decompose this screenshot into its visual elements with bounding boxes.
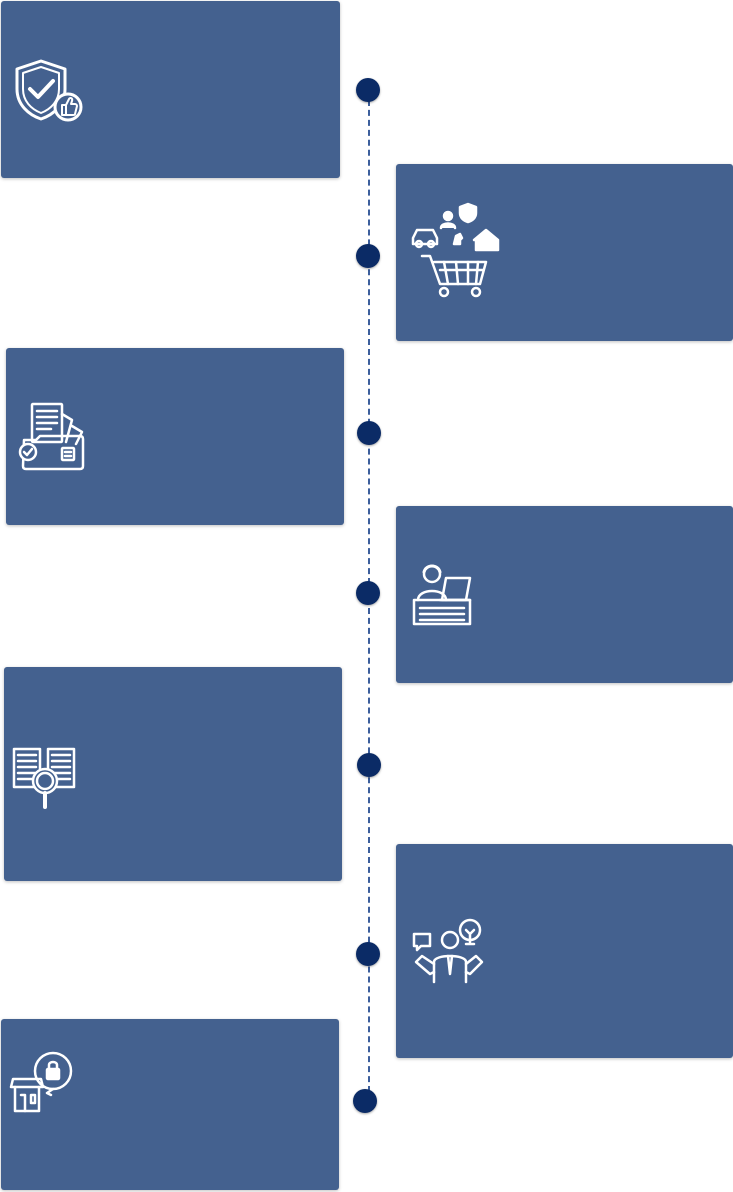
store-lock-icon xyxy=(9,1049,75,1115)
document-search-icon xyxy=(12,745,78,811)
timeline-card-4 xyxy=(396,506,733,683)
timeline-card-1 xyxy=(1,1,340,178)
timeline-dot xyxy=(356,581,380,605)
timeline-dot xyxy=(356,78,380,102)
document-folder-icon xyxy=(16,402,88,474)
person-at-laptop-icon xyxy=(412,562,474,628)
timeline-card-3 xyxy=(6,348,344,525)
timeline-card-7 xyxy=(1,1019,339,1190)
consultant-ideas-icon xyxy=(412,916,486,986)
timeline-card-5 xyxy=(4,667,342,881)
timeline-card-6 xyxy=(396,844,733,1058)
timeline-dot xyxy=(357,753,381,777)
shopping-cart-icon xyxy=(410,200,502,298)
timeline-dot xyxy=(356,244,380,268)
timeline-dot xyxy=(356,942,380,966)
timeline-card-2 xyxy=(396,164,733,341)
timeline-dot xyxy=(357,421,381,445)
shield-thumbs-up-icon xyxy=(13,57,85,125)
timeline-dot xyxy=(353,1089,377,1113)
